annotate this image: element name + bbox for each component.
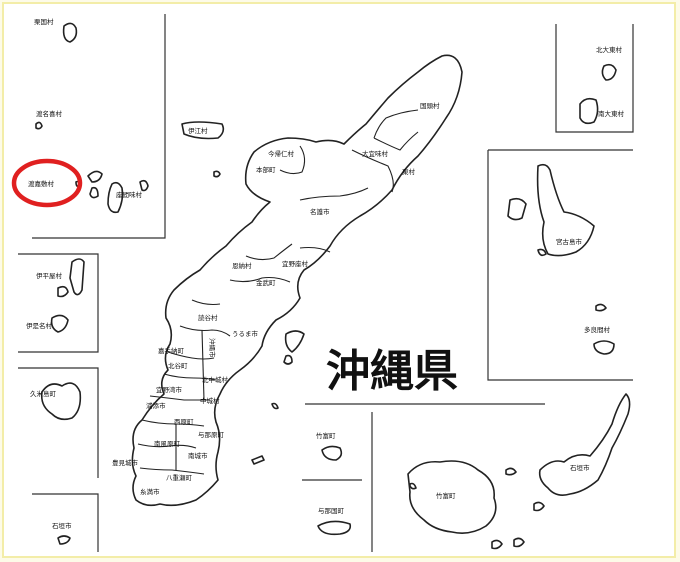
label-miyakojima: 宮古島市 <box>556 237 583 246</box>
label-kin: 金武町 <box>256 278 276 287</box>
label-uruma: うるま市 <box>232 329 259 338</box>
label-nanjo: 南城市 <box>188 451 208 460</box>
label-nishihara: 西原町 <box>174 418 194 426</box>
label-kunigami: 国頭村 <box>420 101 440 110</box>
label-zamami: 座間味村 <box>116 190 143 199</box>
label-okinawa: 沖縄市 <box>208 338 217 358</box>
label-iheya: 伊平屋村 <box>36 271 63 280</box>
label-minamidaito: 南大東村 <box>598 109 625 118</box>
label-tokashiki: 渡嘉敷村 <box>28 179 55 188</box>
label-ishigaki-sw: 石垣市 <box>52 521 72 530</box>
label-ginoza: 宜野座村 <box>282 259 309 268</box>
label-itoman: 糸満市 <box>140 487 160 496</box>
minnajima <box>213 170 221 178</box>
east-islets <box>251 330 305 465</box>
kumejima-island <box>40 382 82 421</box>
label-nakijin: 今帰仁村 <box>268 149 295 158</box>
inset-frames <box>18 14 634 552</box>
iheya-izena-islands <box>50 258 85 333</box>
yonaguni-island <box>317 520 352 536</box>
ishigaki-main-island <box>538 393 631 496</box>
label-taketomi-small: 竹富町 <box>316 431 336 440</box>
label-yonaguni: 与那国町 <box>318 507 345 515</box>
label-kitanakagusuku: 北中城村 <box>202 375 229 384</box>
label-ogimi: 大宜味村 <box>362 149 389 158</box>
yaeyama-islands <box>407 393 631 550</box>
label-ishigaki-main: 石垣市 <box>570 463 590 472</box>
label-kumejima: 久米島町 <box>30 389 57 398</box>
aguni-island <box>62 22 78 43</box>
label-higashi: 東村 <box>402 167 416 176</box>
tarama-island <box>593 340 615 355</box>
label-taketomi-main: 竹富町 <box>436 491 456 500</box>
zamami-island-2 <box>89 186 99 199</box>
label-motobu: 本部町 <box>256 165 276 174</box>
label-izena: 伊是名村 <box>26 321 53 330</box>
minamidaito-island <box>579 97 599 125</box>
miyako-islands <box>507 163 615 355</box>
municipal-borders <box>137 109 419 475</box>
label-haebaru: 南風原町 <box>154 439 181 448</box>
tokashiki-island <box>107 181 124 214</box>
label-tonaki: 渡名喜村 <box>36 109 63 118</box>
label-tomigusuku: 豊見城市 <box>112 458 139 467</box>
tokashiki-island-2 <box>139 179 149 192</box>
taketomi-small-island <box>321 445 343 461</box>
label-yaese: 八重瀬町 <box>166 473 193 482</box>
okinawa-main-island <box>131 54 463 507</box>
municipality-labels: 栗国村 渡名喜村 渡嘉敷村 座間味村 伊江村 伊平屋村 伊是名村 久米島町 石垣… <box>26 17 625 530</box>
label-urasoe: 浦添市 <box>146 401 166 410</box>
map-title: 沖縄県 <box>326 346 458 397</box>
label-yonabaru: 与那原町 <box>198 431 225 439</box>
nw-islands <box>35 22 149 214</box>
tonaki-island <box>35 121 43 130</box>
label-kitadaito: 北大東村 <box>596 45 623 54</box>
ie-island <box>181 121 225 140</box>
label-tarama: 多良間村 <box>584 325 611 334</box>
label-onna: 恩納村 <box>232 261 252 270</box>
label-yomitan: 読谷村 <box>198 313 218 322</box>
label-nakagusuku: 中城村 <box>200 396 220 405</box>
label-ginowan: 宜野湾市 <box>156 385 183 394</box>
kitadaito-island <box>601 63 617 81</box>
label-chatan: 北谷町 <box>168 361 188 370</box>
iriomote-island <box>407 460 497 534</box>
ishigaki-sw-island <box>57 535 71 545</box>
zamami-island-1 <box>87 170 103 183</box>
label-aguni: 栗国村 <box>34 17 54 26</box>
label-kadena: 嘉手納町 <box>158 346 185 355</box>
label-ie: 伊江村 <box>188 126 208 135</box>
highlight-circle <box>11 158 83 208</box>
label-nago: 名護市 <box>310 207 330 216</box>
